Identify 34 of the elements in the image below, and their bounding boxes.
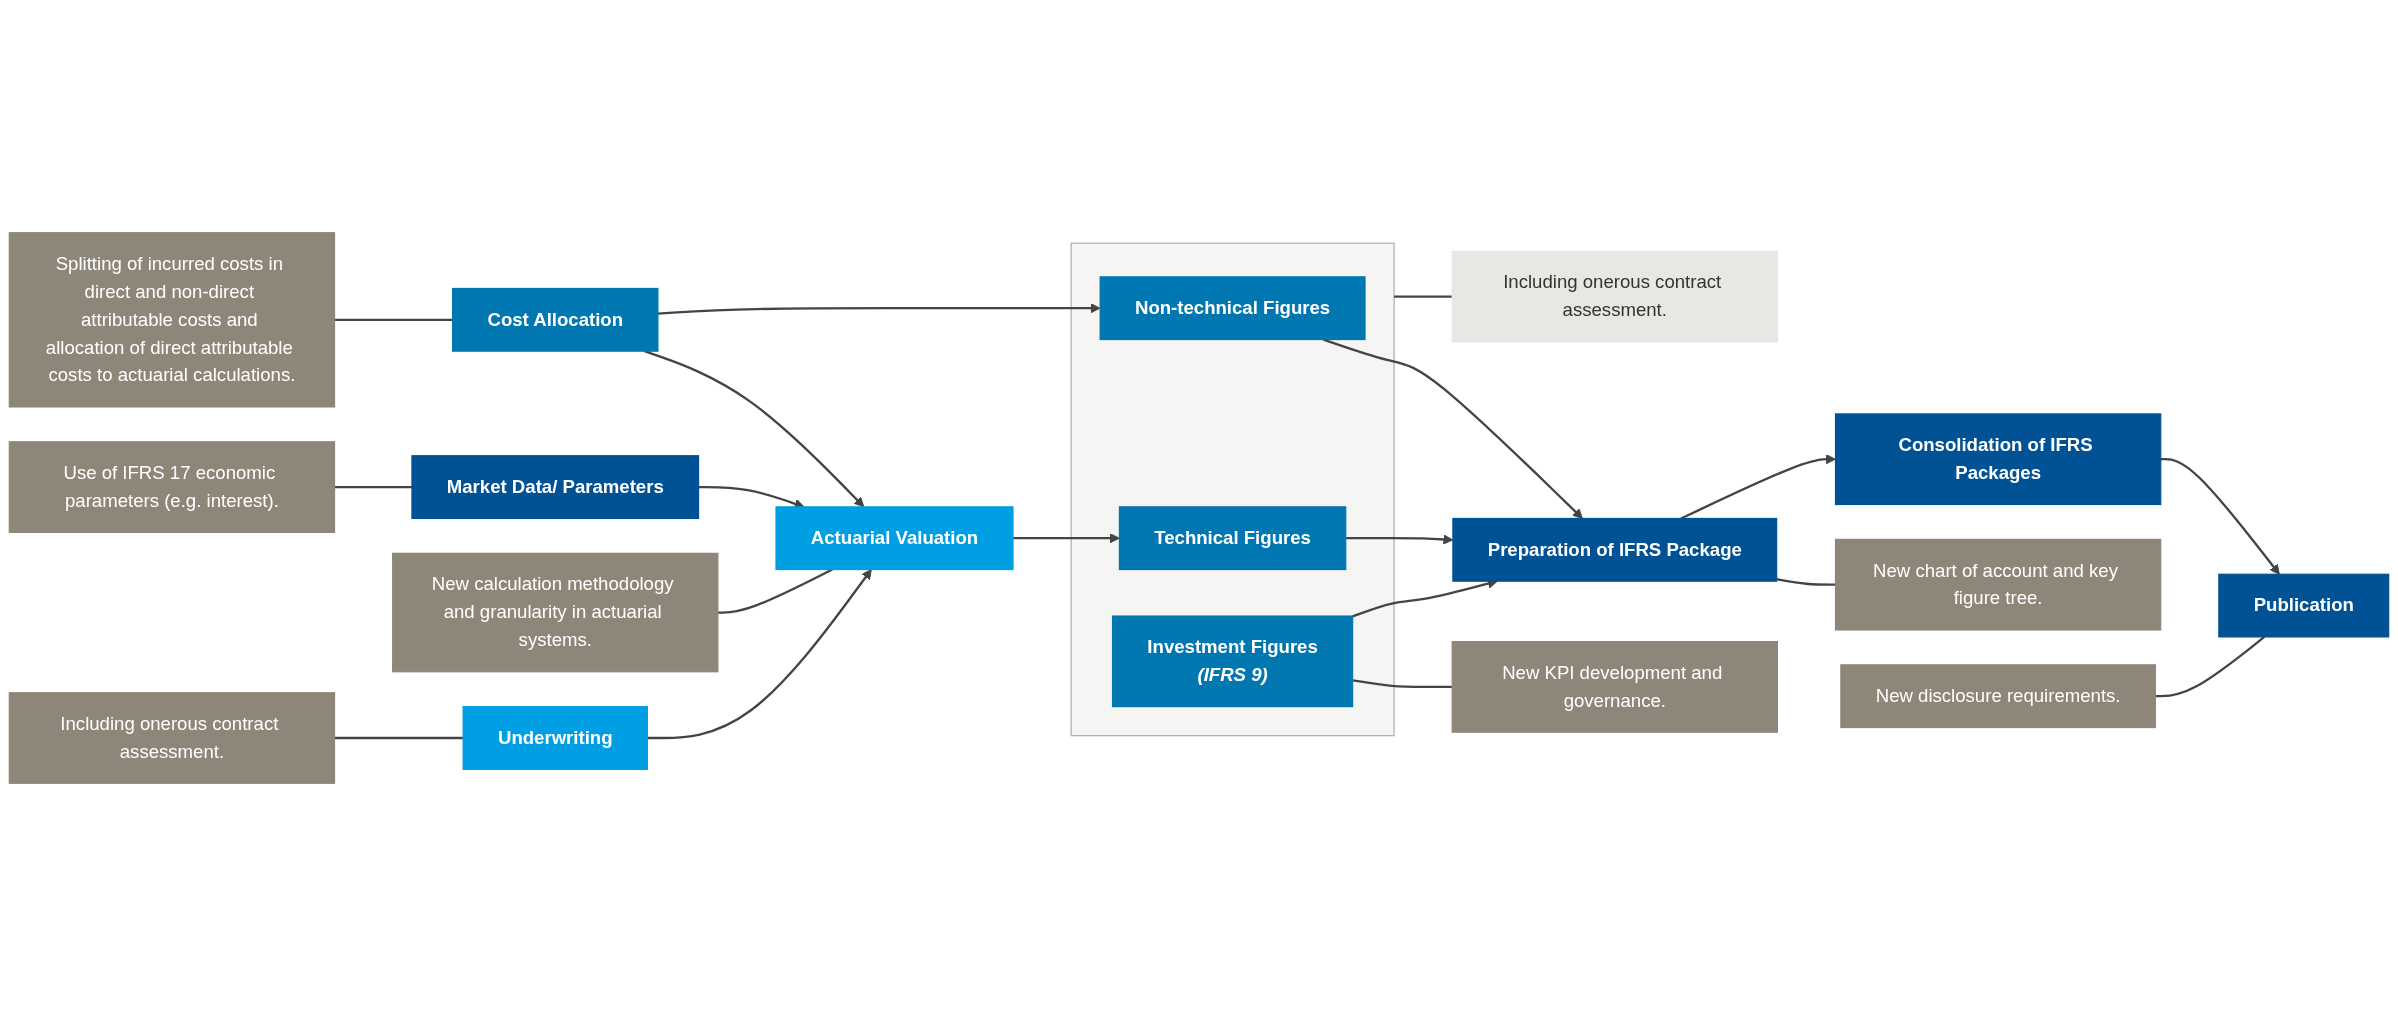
- node-box: Publication: [2218, 573, 2390, 638]
- node-box: Underwriting: [462, 706, 648, 770]
- connector: [1776, 578, 1836, 586]
- node-box: Actuarial Valuation: [775, 506, 1014, 571]
- cluster: [1070, 242, 1395, 737]
- node-box: Including onerous contract assessment.: [8, 692, 336, 784]
- node-box: Consolidation of IFRS Packages: [1834, 413, 2162, 506]
- connector: [334, 736, 464, 740]
- arrow: [644, 350, 865, 508]
- node-box: Preparation of IFRS Package: [1452, 517, 1778, 582]
- node-box: New calculation methodology and granularity in actuarial systems.: [392, 552, 719, 673]
- connector: [717, 568, 833, 614]
- connector: [334, 485, 412, 489]
- connector: [2155, 636, 2266, 698]
- arrow: [1013, 533, 1120, 544]
- arrow: [1680, 454, 1836, 520]
- arrow: [1323, 338, 1583, 519]
- node-box: Including onerous contract assessment.: [1451, 250, 1778, 343]
- connector: [1394, 295, 1453, 298]
- node-box: New disclosure requirements.: [1840, 664, 2156, 729]
- connector: [1352, 679, 1453, 689]
- node-box: Non-technical Figures: [1099, 276, 1366, 341]
- node-box: New chart of account and key figure tree.: [1834, 538, 2162, 631]
- node-box: Investment Figures (IFRS 9): [1111, 615, 1354, 708]
- node-box: New KPI development and governance.: [1451, 641, 1778, 733]
- node-box: Splitting of incurred costs in direct and non-direct attributable costs and allocation of direct attributable costs to actuarial calculations.: [8, 232, 336, 408]
- node-box: Market Data/ Parameters: [411, 455, 700, 520]
- node-box: Cost Allocation: [452, 287, 659, 352]
- connector: [334, 318, 453, 321]
- node-box: Use of IFRS 17 economic parameters (e.g. interest).: [8, 441, 336, 533]
- arrow: [657, 303, 1101, 315]
- arrow: [647, 569, 872, 740]
- node-box: Technical Figures: [1118, 506, 1347, 571]
- arrow: [2160, 458, 2280, 575]
